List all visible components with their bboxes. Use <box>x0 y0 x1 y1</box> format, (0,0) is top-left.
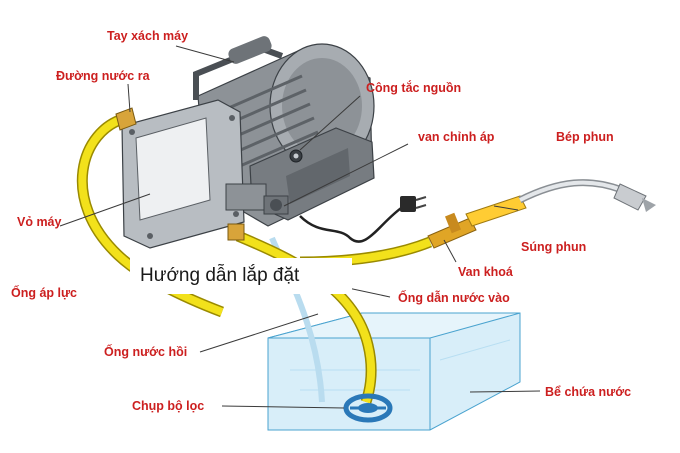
label-spray-gun: Súng phun <box>521 240 587 254</box>
label-water-outlet: Đường nước ra <box>56 69 150 83</box>
filter <box>343 393 393 423</box>
label-machine-casing: Vỏ máy <box>17 215 62 229</box>
water-tank <box>267 312 521 431</box>
caption: Hướng dẫn lắp đặt <box>130 258 352 294</box>
pump-machine <box>115 36 375 249</box>
power-cable <box>299 196 427 243</box>
label-power-switch: Công tắc nguồn <box>366 81 462 95</box>
label-nozzle: Bép phun <box>556 130 614 144</box>
label-lock-valve: Van khoá <box>458 265 513 279</box>
label-return-hose: Ống nước hồi <box>104 345 188 359</box>
label-carry-handle: Tay xách máy <box>107 29 189 43</box>
spray-gun <box>427 179 656 249</box>
label-inlet-hose: Ống dẫn nước vào <box>398 291 510 305</box>
label-pressure-hose: Ống áp lực <box>11 286 78 300</box>
label-water-tank: Bể chứa nước <box>545 385 632 399</box>
leader-lines <box>59 45 541 409</box>
label-pressure-valve: van chỉnh áp <box>418 130 495 144</box>
label-filter-cap: Chụp bộ lọc <box>132 399 205 413</box>
